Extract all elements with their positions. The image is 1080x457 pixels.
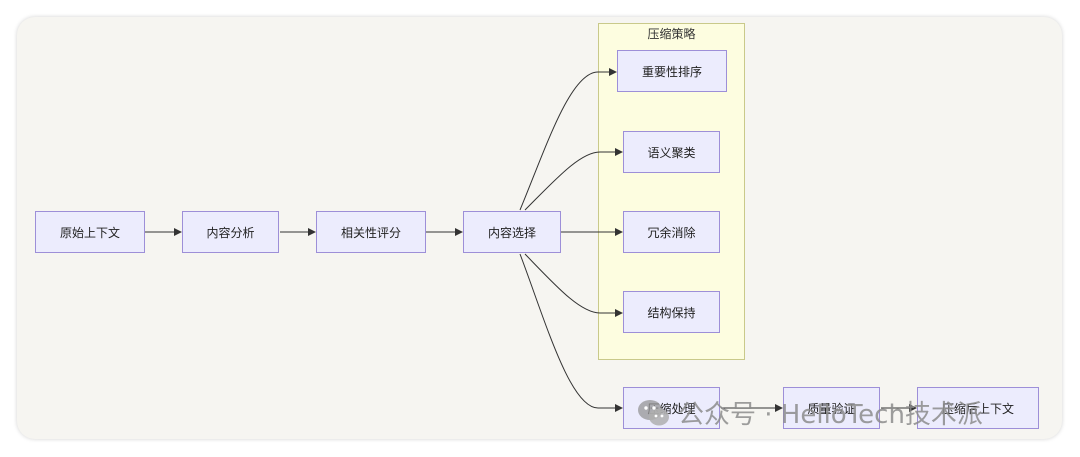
node-content-selection: 内容选择 — [463, 211, 561, 253]
edge-select-structure — [524, 253, 623, 317]
node-redundancy-removal: 冗余消除 — [623, 211, 720, 253]
edge-select-compress — [519, 253, 623, 412]
subgraph-title: 压缩策略 — [647, 27, 696, 41]
node-content-analysis: 内容分析 — [182, 211, 279, 253]
edge-select-semantic — [524, 148, 623, 211]
watermark-text: 公众号 · HelloTech技术派 — [678, 400, 983, 430]
node-quality-verification: 质量验证 — [783, 387, 880, 429]
node-raw-context: 原始上下文 — [35, 211, 145, 253]
wechat-icon — [636, 395, 672, 431]
node-compressed-context: 压缩后上下文 — [917, 387, 1039, 429]
node-importance-ranking: 重要性排序 — [617, 50, 727, 92]
edge-select-importance — [519, 68, 617, 211]
node-semantic-clustering: 语义聚类 — [623, 131, 720, 173]
node-relevance-score: 相关性评分 — [316, 211, 426, 253]
watermark: 公众号 · HelloTech技术派 — [636, 394, 983, 431]
node-structure-preservation: 结构保持 — [623, 291, 720, 333]
